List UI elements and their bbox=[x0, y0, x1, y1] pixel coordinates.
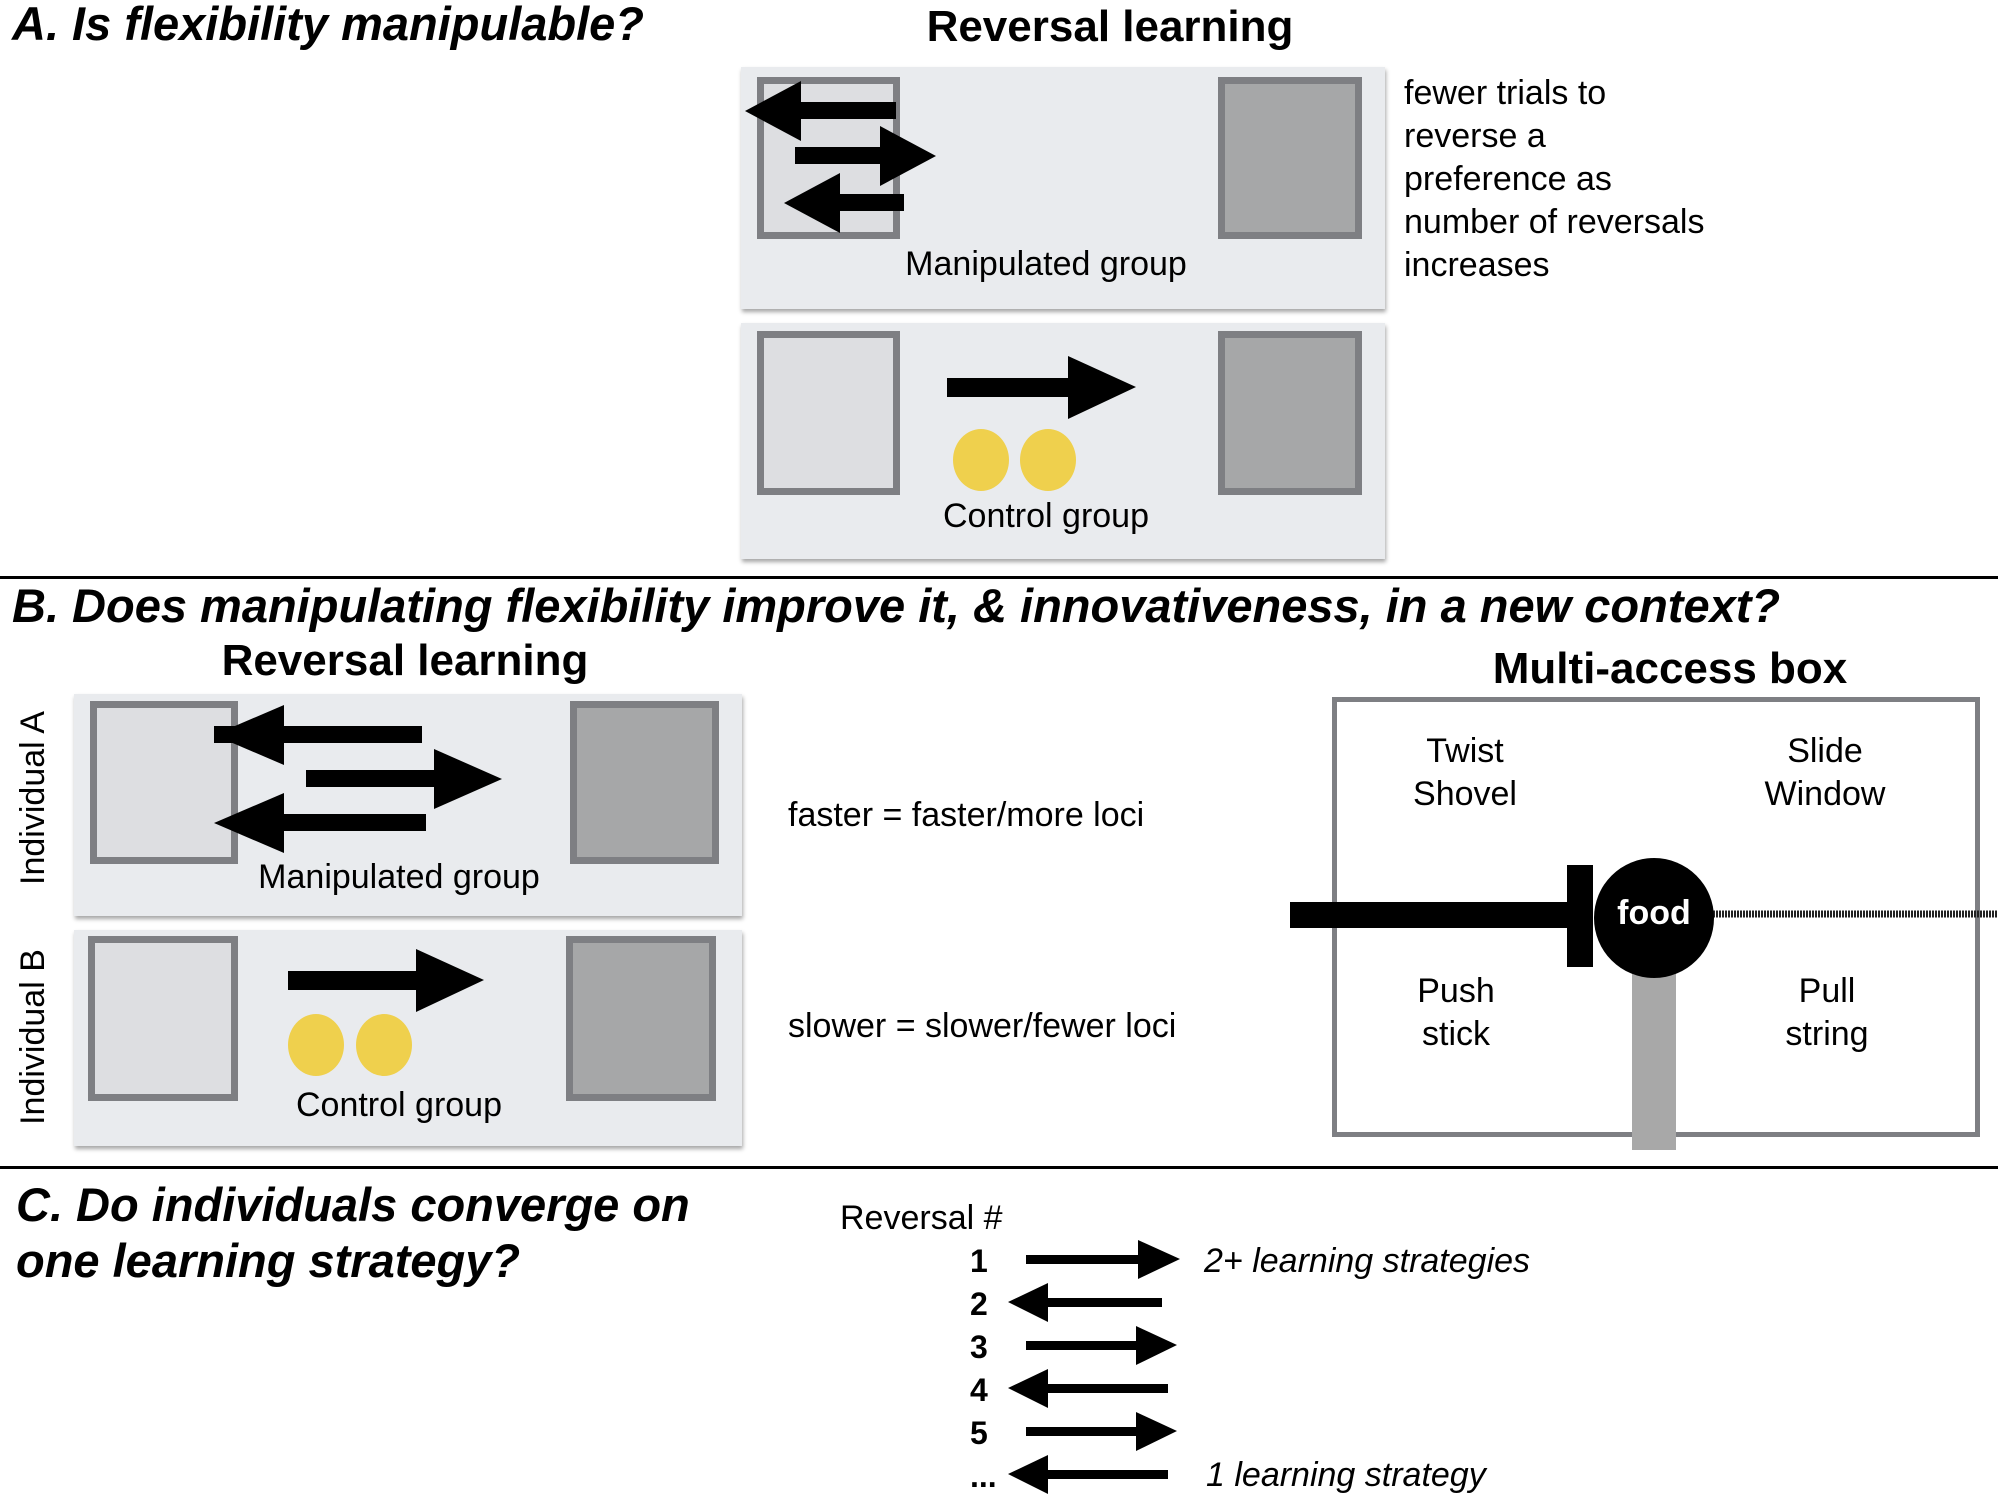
slower-text: slower = slower/fewer loci bbox=[788, 1007, 1177, 1045]
locus-line: Slide bbox=[1787, 732, 1863, 770]
left-arrow-2 bbox=[1008, 1283, 1162, 1322]
divider-b-c bbox=[0, 1166, 1998, 1169]
locus-line: Twist bbox=[1426, 732, 1504, 770]
twist-shovel-locus: Twist Shovel bbox=[1365, 730, 1565, 816]
divider-a-b bbox=[0, 576, 1998, 579]
b-control-label: Control group bbox=[295, 1086, 502, 1124]
mab-title: Multi-access box bbox=[1492, 644, 1848, 693]
reversal-number: 3 bbox=[970, 1329, 988, 1365]
left-arrow-3 bbox=[784, 173, 904, 233]
reversal-number: ... bbox=[970, 1458, 997, 1494]
reward-dot bbox=[288, 1014, 344, 1076]
pull-string-locus: Pull string bbox=[1727, 970, 1927, 1056]
section-b-reversal-title: Reversal learning bbox=[221, 636, 589, 685]
a-note-line: preference as bbox=[1404, 160, 1612, 198]
food-ball bbox=[1594, 858, 1714, 978]
locus-line: Push bbox=[1417, 972, 1495, 1010]
a-note: fewer trials to reverse a preference as … bbox=[1404, 72, 1704, 287]
section-c-heading: C. Do individuals converge on one learni… bbox=[16, 1177, 690, 1289]
a-manipulated-panel: Manipulated group bbox=[741, 67, 1385, 309]
reward-dot bbox=[356, 1014, 412, 1076]
a-ctrl-graphics bbox=[947, 356, 1136, 491]
section-c-heading-line: one learning strategy? bbox=[16, 1234, 521, 1287]
b-control-panel: Control group bbox=[74, 930, 742, 1146]
b-manipulated-label: Manipulated group bbox=[258, 858, 540, 896]
mab-graphics bbox=[1290, 858, 1998, 1150]
right-arrow-2 bbox=[795, 126, 936, 186]
faster-text: faster = faster/more loci bbox=[788, 796, 1145, 834]
a-ctrl-light-box bbox=[757, 331, 900, 495]
left-arrow-1 bbox=[214, 705, 422, 765]
locus-line: Shovel bbox=[1413, 775, 1517, 813]
slide-window-locus: Slide Window bbox=[1725, 730, 1925, 816]
right-arrow-5 bbox=[1026, 1412, 1177, 1451]
left-arrow-6 bbox=[1008, 1455, 1168, 1494]
a-control-panel: Control group bbox=[741, 323, 1385, 559]
section-a-heading: A. Is flexibility manipulable? bbox=[12, 0, 645, 50]
push-stick-locus: Push stick bbox=[1356, 970, 1556, 1056]
section-a-title: Reversal learning bbox=[926, 2, 1294, 51]
b-manipulated-panel: Manipulated group bbox=[74, 694, 742, 916]
reversal-number-label: Reversal # bbox=[840, 1199, 1003, 1237]
b-ctrl-dark-box bbox=[566, 936, 716, 1101]
reward-dot bbox=[1020, 429, 1076, 491]
locus-line: Window bbox=[1764, 775, 1886, 813]
a-ctrl-dark-box bbox=[1218, 331, 1362, 495]
a-control-label: Control group bbox=[942, 497, 1149, 535]
a-manipulated-label: Manipulated group bbox=[905, 245, 1187, 283]
individual-a-label: Individual A bbox=[14, 711, 52, 885]
push-stick-shaft bbox=[1290, 902, 1580, 928]
a-note-line: increases bbox=[1404, 246, 1550, 284]
reward-dot bbox=[953, 429, 1009, 491]
right-arrow-1 bbox=[1026, 1240, 1180, 1279]
a-note-line: number of reversals bbox=[1404, 203, 1705, 241]
right-arrow-3 bbox=[1026, 1326, 1177, 1365]
locus-line: Pull bbox=[1798, 972, 1856, 1010]
push-stick-head bbox=[1567, 865, 1593, 967]
b-manip-arrows bbox=[214, 705, 502, 853]
right-arrow bbox=[288, 949, 484, 1012]
left-arrow-1 bbox=[745, 81, 896, 141]
b-ctrl-light-box bbox=[88, 936, 238, 1101]
a-note-line: reverse a bbox=[1404, 117, 1546, 155]
a-note-line: fewer trials to bbox=[1404, 74, 1607, 112]
left-arrow-3 bbox=[214, 793, 426, 853]
b-ctrl-graphics bbox=[288, 949, 484, 1076]
reversal-arrows bbox=[1008, 1240, 1180, 1494]
section-b-heading: B. Does manipulating flexibility improve… bbox=[12, 579, 1781, 632]
many-strategies-text: 2+ learning strategies bbox=[1204, 1242, 1531, 1280]
individual-b-label: Individual B bbox=[14, 949, 52, 1125]
left-arrow-4 bbox=[1008, 1369, 1168, 1408]
locus-line: string bbox=[1785, 1015, 1869, 1053]
locus-line: stick bbox=[1422, 1015, 1490, 1053]
reversal-number: 1 bbox=[970, 1243, 988, 1279]
b-manip-dark-box bbox=[570, 701, 719, 864]
a-manip-arrows bbox=[745, 81, 936, 233]
b-manip-light-box bbox=[90, 701, 238, 864]
reversal-number: 4 bbox=[970, 1372, 988, 1408]
section-c-heading-line: C. Do individuals converge on bbox=[16, 1178, 690, 1231]
one-strategy-text: 1 learning strategy bbox=[1206, 1456, 1486, 1494]
reversal-number: 5 bbox=[970, 1415, 988, 1451]
food-label: food bbox=[1617, 894, 1691, 932]
reversal-number: 2 bbox=[970, 1286, 988, 1322]
right-arrow bbox=[947, 356, 1136, 419]
a-manip-dark-box bbox=[1218, 77, 1362, 239]
right-arrow-2 bbox=[306, 749, 502, 809]
